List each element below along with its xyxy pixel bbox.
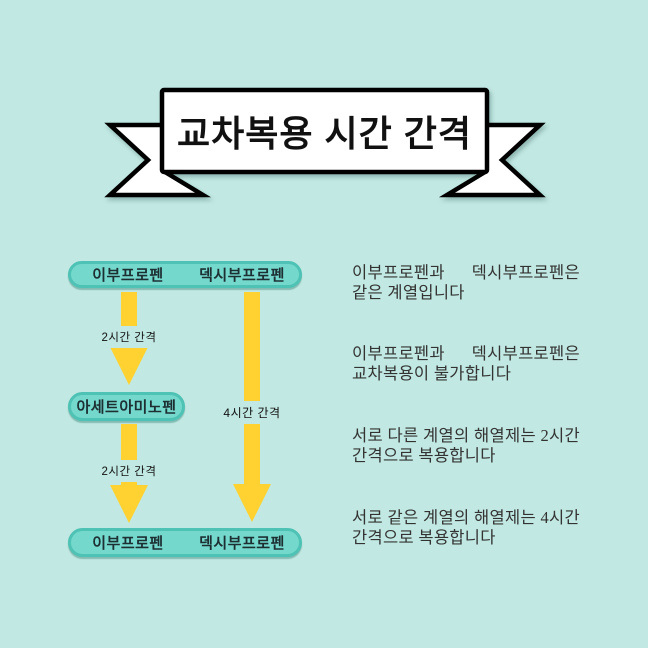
pill-top-row: 이부프로펜 덱시부프로펜	[68, 261, 302, 288]
banner-title: 교차복용 시간 간격	[177, 113, 472, 154]
note-no-cross-dosing: 이부프로펜과 덱시부프로펜은 교차복용이 불가합니다	[352, 344, 580, 383]
pill-label-ibuprofen-bottom: 이부프로펜	[92, 535, 164, 552]
pill-label-acetaminophen: 아세트아미노펜	[76, 399, 177, 416]
note-same-family-interval: 서로 같은 계열의 해열제는 4시간 간격으로 복용합니다	[352, 508, 580, 547]
pill-label-ibuprofen-top: 이부프로펜	[92, 267, 164, 284]
note-same-family: 이부프로펜과 덱시부프로펜은 같은 계열입니다	[352, 263, 580, 302]
pill-bottom-row: 이부프로펜 덱시부프로펜	[68, 528, 302, 557]
ribbon-banner	[104, 87, 546, 198]
pill-acetaminophen: 아세트아미노펜	[68, 392, 185, 421]
pill-label-dexibuprofen-bottom: 덱시부프로펜	[199, 535, 285, 552]
ribbon-panel	[159, 87, 490, 175]
right-arrow-shaft	[244, 292, 260, 485]
note-different-family-interval: 서로 다른 계열의 해열제는 2시간 간격으로 복용합니다	[352, 426, 580, 465]
interval-label-4h: 4시간 간격	[220, 401, 284, 424]
down-arrow-icon	[233, 484, 271, 522]
down-arrow-icon	[110, 347, 148, 385]
interval-label-2h-bottom: 2시간 간격	[98, 460, 160, 482]
interval-label-2h-top: 2시간 간격	[98, 326, 160, 348]
pill-label-dexibuprofen-top: 덱시부프로펜	[199, 267, 285, 284]
down-arrow-icon	[110, 485, 148, 523]
